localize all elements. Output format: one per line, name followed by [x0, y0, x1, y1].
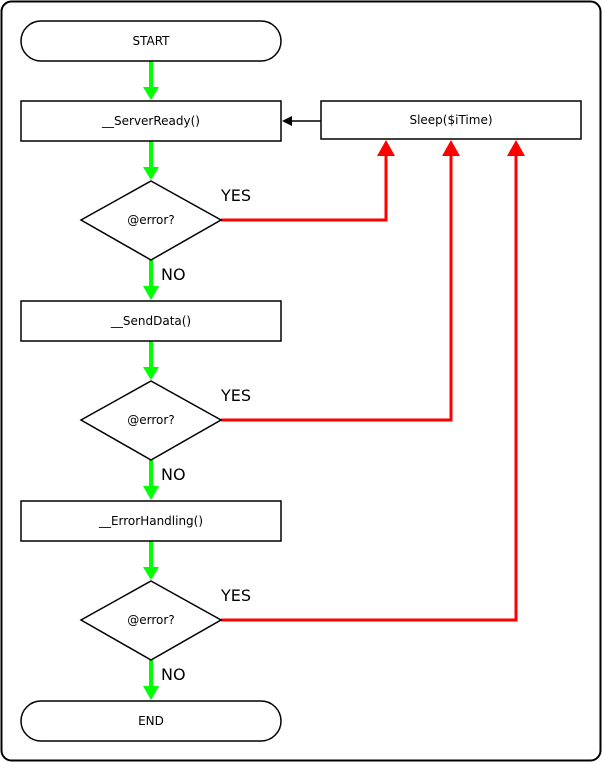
- yes-label-1: YES: [220, 186, 251, 205]
- arrowhead-6: [143, 567, 159, 580]
- arrowhead-red-3: [507, 140, 525, 156]
- arrowhead-black: [282, 116, 292, 126]
- error-decision-2: [79, 380, 223, 461]
- start-terminal: [20, 20, 282, 62]
- errorhandling-process: [20, 500, 282, 542]
- errorhandling-label: __ErrorHandling(): [98, 514, 203, 528]
- no-label-1: NO: [161, 265, 186, 284]
- arrowhead-7: [143, 686, 159, 700]
- no-label-2: NO: [161, 465, 186, 484]
- end-terminal: [20, 700, 282, 742]
- arrowhead-red-1: [377, 140, 395, 156]
- arrow-check3-yes-to-sleep: [221, 152, 518, 622]
- sleep-label: Sleep($iTime): [409, 113, 492, 127]
- arrowhead-4: [143, 367, 159, 380]
- senddata-label: __SendData(): [110, 314, 191, 328]
- yes-label-3: YES: [220, 586, 251, 605]
- arrowhead-2: [143, 167, 159, 180]
- arrow-check2-yes-to-sleep: [221, 152, 453, 422]
- sleep-process: [320, 100, 582, 140]
- error-decision-2-label: @error?: [127, 413, 174, 427]
- error-decision-3: [79, 580, 223, 661]
- error-decision-1: [79, 180, 223, 261]
- arrowhead-1: [143, 87, 159, 100]
- serverready-label: __ServerReady(): [101, 114, 200, 128]
- arrowhead-5: [143, 486, 159, 500]
- no-label-3: NO: [161, 665, 186, 684]
- serverready-process: [20, 100, 282, 142]
- yes-label-2: YES: [220, 386, 251, 405]
- senddata-process: [20, 300, 282, 342]
- error-decision-3-label: @error?: [127, 613, 174, 627]
- start-label: START: [132, 34, 170, 48]
- end-label: END: [138, 714, 164, 728]
- arrowhead-red-2: [442, 140, 460, 156]
- arrow-check1-yes-to-sleep: [221, 152, 388, 222]
- error-decision-1-label: @error?: [127, 213, 174, 227]
- arrowhead-3: [143, 286, 159, 300]
